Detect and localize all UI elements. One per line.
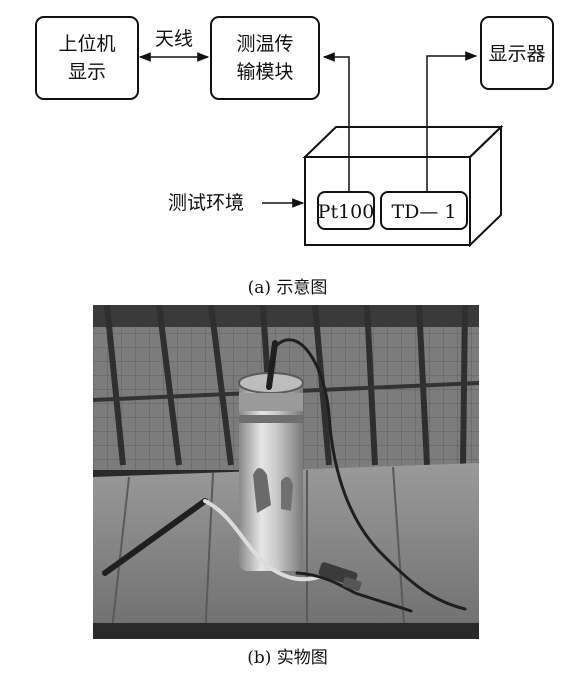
photo-thermos <box>238 372 304 571</box>
pt100-box <box>317 191 375 230</box>
host-display-box <box>35 16 139 100</box>
td1-to-display-line <box>426 51 478 192</box>
host-display-line2: 显示 <box>68 61 106 83</box>
caption-b: (b) 实物图 <box>247 648 328 668</box>
env-label: 测试环境 <box>168 192 244 214</box>
display-box <box>480 16 554 90</box>
caption-a: (a) 示意图 <box>247 278 328 298</box>
pt100-to-module-line <box>322 52 350 192</box>
pt100-label: Pt100 <box>318 201 375 223</box>
host-display-line1: 上位机 <box>58 33 115 55</box>
temp-module-line2: 输模块 <box>236 61 293 83</box>
schematic-diagram: 上位机 显示 天线 测温传 输模块 显示器 Pt100 TD— 1 测试环境 <box>35 16 554 248</box>
antenna-label: 天线 <box>155 28 193 50</box>
temp-module-box <box>210 16 320 100</box>
photograph <box>93 305 479 639</box>
td1-label: TD— 1 <box>391 201 456 223</box>
photo-probe-cables <box>102 338 467 613</box>
temp-module-line1: 测温传 <box>236 33 293 55</box>
td1-box <box>380 191 468 230</box>
test-environment-cube <box>302 124 504 248</box>
display-label: 显示器 <box>488 43 545 65</box>
